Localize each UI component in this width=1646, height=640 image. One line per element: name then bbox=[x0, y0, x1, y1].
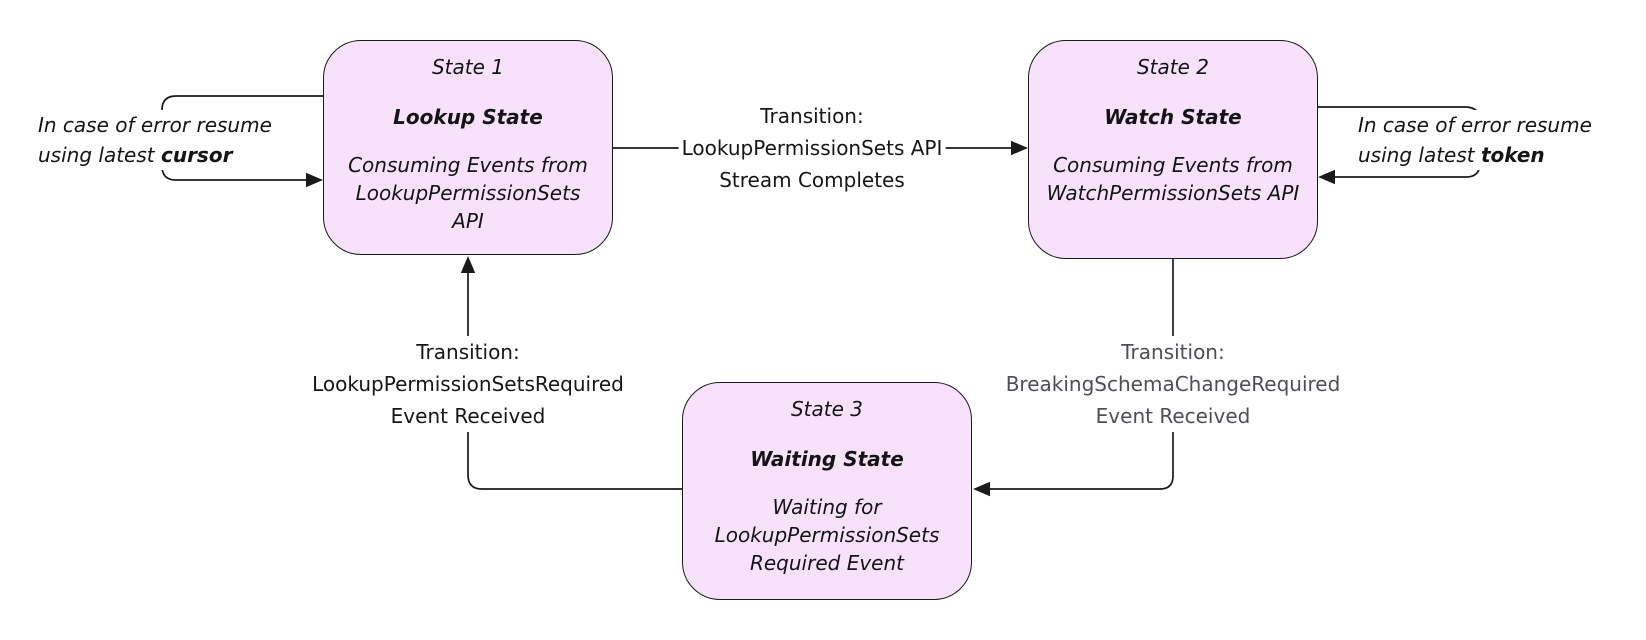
arrowhead-state1-to-state2 bbox=[1011, 140, 1028, 156]
transition-label-watch-to-waiting: Transition: BreakingSchemaChangeRequired… bbox=[1002, 336, 1344, 432]
state-node-lookup: State 1 Lookup State Consuming Events fr… bbox=[323, 40, 613, 255]
state-name: Lookup State bbox=[393, 105, 543, 129]
state-description: Consuming Events from WatchPermissionSet… bbox=[1046, 153, 1300, 205]
transition-label-line: Transition: bbox=[1121, 340, 1225, 364]
transition-label-line: LookupPermissionSetsRequired bbox=[312, 372, 624, 396]
transition-label-waiting-to-lookup: Transition: LookupPermissionSetsRequired… bbox=[309, 336, 627, 432]
note-keyword: token bbox=[1480, 143, 1545, 167]
transition-label-line: Event Received bbox=[390, 404, 546, 428]
edge-state3-to-state1 bbox=[467, 273, 682, 490]
note-line-prefix: using latest bbox=[1358, 143, 1481, 167]
error-resume-note-cursor: In case of error resume using latest cur… bbox=[36, 110, 274, 170]
state-title: State 3 bbox=[790, 397, 864, 421]
error-resume-note-token: In case of error resume using latest tok… bbox=[1356, 110, 1594, 170]
note-line: using latest cursor bbox=[38, 140, 272, 170]
transition-label-line: Transition: bbox=[416, 340, 520, 364]
note-line-prefix: using latest bbox=[38, 143, 161, 167]
state-description: Consuming Events from LookupPermissionSe… bbox=[348, 153, 588, 233]
note-line: In case of error resume bbox=[1358, 113, 1592, 137]
state-title: State 1 bbox=[431, 55, 505, 79]
edge-state2-to-state3 bbox=[989, 259, 1174, 490]
arrowhead-state2-to-state3 bbox=[973, 481, 990, 497]
state-node-watch: State 2 Watch State Consuming Events fro… bbox=[1028, 40, 1318, 259]
arrowhead-error-loop-state1 bbox=[306, 172, 323, 188]
note-line: using latest token bbox=[1358, 140, 1592, 170]
state-description: Waiting for LookupPermissionSets Require… bbox=[714, 495, 940, 575]
arrowhead-state3-to-state1 bbox=[460, 256, 476, 273]
transition-label-line: Stream Completes bbox=[719, 168, 905, 192]
state-node-waiting: State 3 Waiting State Waiting for Lookup… bbox=[682, 382, 972, 600]
note-line: In case of error resume bbox=[38, 113, 272, 137]
transition-label-line: BreakingSchemaChangeRequired bbox=[1005, 372, 1341, 396]
state-title: State 2 bbox=[1136, 55, 1210, 79]
note-keyword: cursor bbox=[160, 143, 233, 167]
transition-label-line: Event Received bbox=[1095, 404, 1251, 428]
transition-label-lookup-to-watch: Transition: LookupPermissionSets API Str… bbox=[678, 100, 946, 196]
state-name: Waiting State bbox=[750, 447, 904, 471]
transition-label-line: Transition: bbox=[760, 104, 864, 128]
arrowhead-error-loop-state2 bbox=[1318, 169, 1335, 185]
transition-label-line: LookupPermissionSets API bbox=[681, 136, 943, 160]
state-name: Watch State bbox=[1104, 105, 1242, 129]
